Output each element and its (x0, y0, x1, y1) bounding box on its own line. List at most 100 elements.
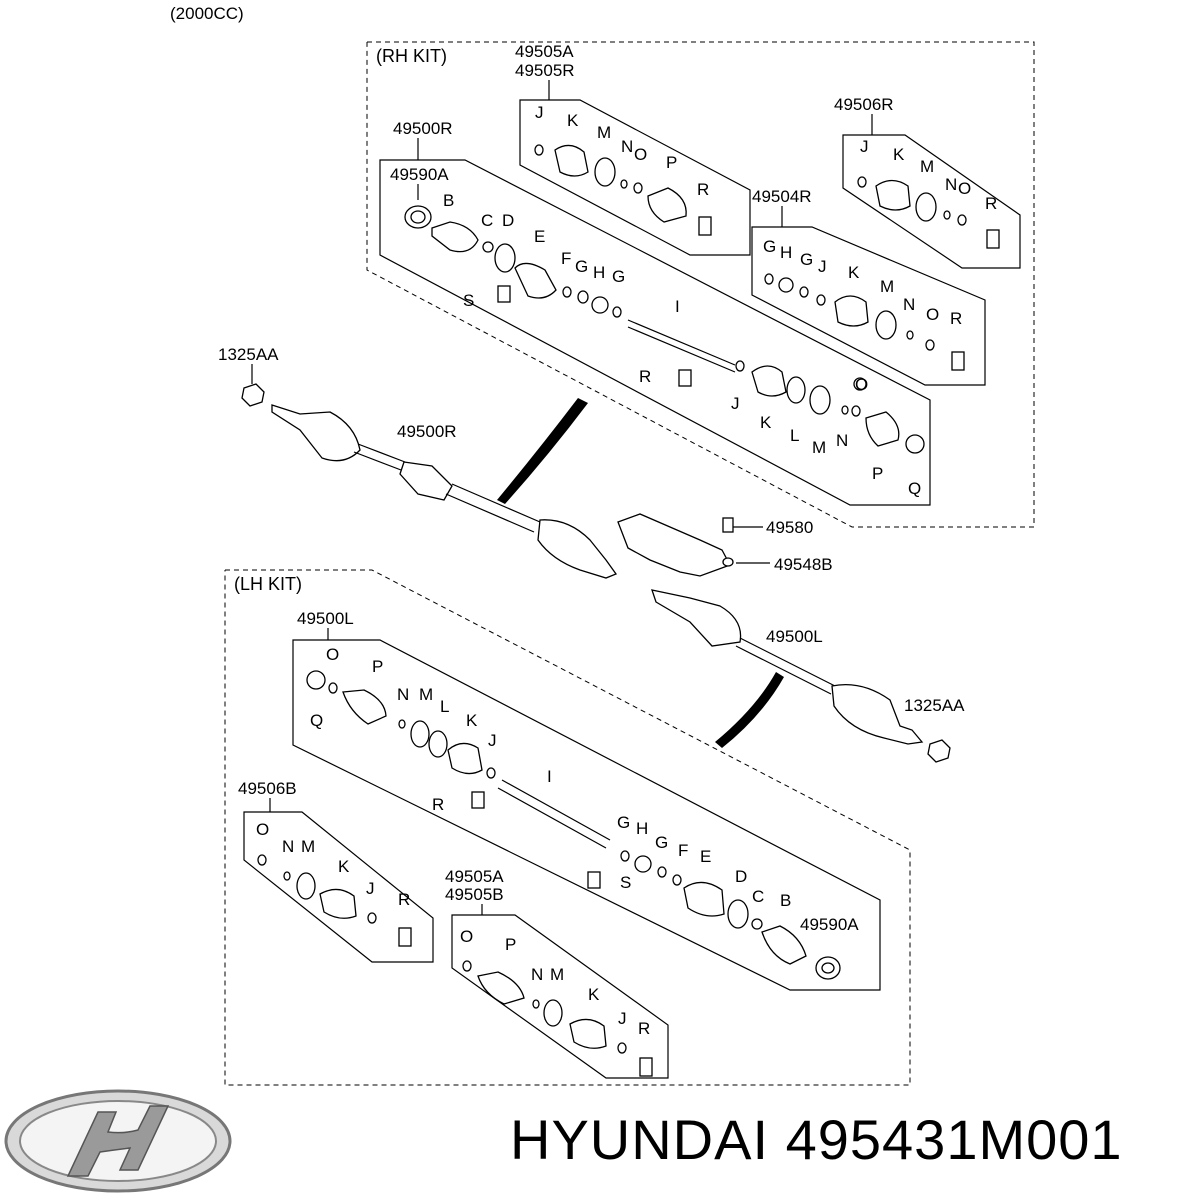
letter-m: M (301, 837, 315, 856)
letter-n: N (621, 137, 633, 156)
code-49590a-lh: 49590A (800, 915, 859, 934)
letter-j: J (731, 394, 740, 413)
letter-g: G (763, 237, 776, 256)
code-49505a: 49505A (515, 42, 574, 61)
rh-kit-frame (366, 41, 1035, 528)
code-49504r: 49504R (752, 187, 812, 206)
letter-o: O (326, 645, 339, 664)
letter-o: O (926, 305, 939, 324)
letter-n: N (531, 965, 543, 984)
code-49590a-rh: 49590A (390, 165, 449, 184)
letter-m: M (419, 685, 433, 704)
letter-p: P (872, 464, 883, 483)
letter-r: R (639, 367, 651, 386)
code-49548b: 49548B (774, 555, 833, 574)
letter-j: J (818, 257, 827, 276)
letter-s: S (463, 291, 474, 310)
letter-o: O (958, 179, 971, 198)
part-number: 495431M001 (785, 1108, 1123, 1171)
nut-icon (241, 383, 265, 407)
letter-r: R (432, 795, 444, 814)
letter-h: H (593, 263, 605, 282)
letter-b: B (443, 191, 454, 210)
letter-k: K (760, 413, 772, 432)
letter-k: K (893, 145, 905, 164)
letter-o: O (855, 375, 868, 394)
letter-k: K (466, 711, 478, 730)
letter-r: R (985, 194, 997, 213)
letter-h: H (636, 819, 648, 838)
letter-d: D (735, 867, 747, 886)
letter-m: M (880, 277, 894, 296)
code-49505b: 49505B (445, 885, 504, 904)
code-49505a-lh: 49505A (445, 867, 504, 886)
letter-e: E (534, 227, 545, 246)
letter-f: F (561, 249, 571, 268)
letter-g: G (800, 250, 813, 269)
letter-g: G (612, 267, 625, 286)
letter-o: O (460, 927, 473, 946)
letter-k: K (567, 111, 579, 130)
lh-panel-49506b (243, 811, 434, 963)
code-49500l-kit: 49500L (297, 609, 354, 628)
letter-q: Q (310, 711, 323, 730)
letter-i: I (547, 767, 552, 786)
letter-r: R (697, 180, 709, 199)
engine-label: (2000CC) (170, 4, 244, 23)
letter-n: N (903, 295, 915, 314)
letter-n: N (397, 685, 409, 704)
rh-panel-49506r (842, 134, 1021, 269)
code-49506r: 49506R (834, 95, 894, 114)
code-49500r-kit: 49500R (393, 119, 453, 138)
code-1325aa-bottom: 1325AA (904, 696, 965, 715)
lh-panel-49500l (292, 639, 881, 991)
code-49500r: 49500R (397, 422, 457, 441)
letter-r: R (398, 890, 410, 909)
letter-m: M (920, 157, 934, 176)
letter-l: L (790, 426, 799, 445)
letter-j: J (535, 103, 544, 122)
code-49506b: 49506B (238, 779, 297, 798)
code-49505r: 49505R (515, 61, 575, 80)
letter-j: J (366, 879, 375, 898)
lh-kit-title: (LH KIT) (234, 574, 302, 594)
letter-n: N (945, 175, 957, 194)
lh-panel-49505 (451, 914, 669, 1079)
letter-k: K (338, 857, 350, 876)
code-49500l: 49500L (766, 627, 823, 646)
letter-n: N (836, 431, 848, 450)
letter-o: O (634, 145, 647, 164)
letter-d: D (502, 211, 514, 230)
rh-kit-title: (RH KIT) (376, 46, 447, 66)
letter-j: J (488, 731, 497, 750)
lh-drive-shaft (651, 589, 742, 647)
letter-r: R (638, 1019, 650, 1038)
letter-m: M (550, 965, 564, 984)
letter-k: K (588, 985, 600, 1004)
letter-f: F (678, 841, 688, 860)
letter-k: K (848, 263, 860, 282)
nut-icon (927, 739, 951, 763)
letter-o: O (256, 820, 269, 839)
letter-j: J (860, 137, 869, 156)
letter-s: S (620, 873, 631, 892)
letter-g: G (655, 833, 668, 852)
letter-l: L (440, 697, 449, 716)
letter-g: G (617, 813, 630, 832)
letter-p: P (372, 657, 383, 676)
letter-q: Q (908, 479, 921, 498)
code-1325aa-top: 1325AA (218, 345, 279, 364)
letter-g: G (575, 257, 588, 276)
letter-n: N (282, 837, 294, 856)
letter-p: P (505, 935, 516, 954)
letter-e: E (700, 847, 711, 866)
hyundai-logo-icon (4, 1089, 232, 1193)
letter-c: C (752, 887, 764, 906)
rh-panel-49504r (751, 226, 986, 386)
rh-panel-49500r (379, 159, 931, 506)
letter-b: B (780, 891, 791, 910)
letter-c: C (481, 211, 493, 230)
letter-p: P (666, 153, 677, 172)
brand-part-number: HYUNDAI 495431M001 (510, 1112, 1123, 1168)
lh-kit-frame (224, 569, 911, 1086)
